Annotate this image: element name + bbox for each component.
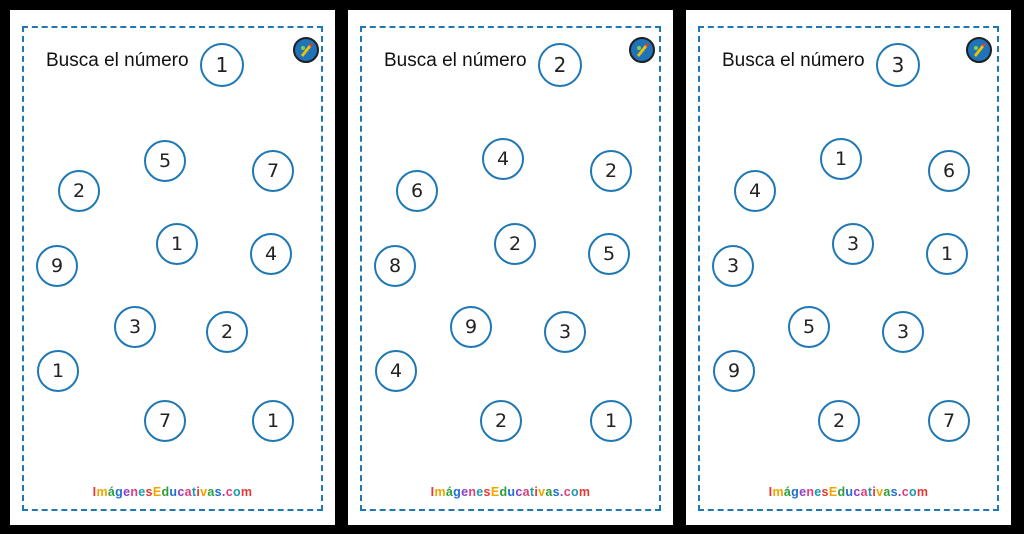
number-circle: 2 xyxy=(58,170,100,212)
target-number-circle: 2 xyxy=(538,43,582,87)
worksheet-card-3: Busca el número 3 1 6 4 3 1 3 5 3 9 2 7 … xyxy=(686,10,1011,525)
card-title: Busca el número xyxy=(384,50,527,71)
number-circle: 3 xyxy=(544,311,586,353)
number-circle: 6 xyxy=(928,150,970,192)
number-circle: 4 xyxy=(375,350,417,392)
number-circle: 6 xyxy=(396,170,438,212)
number-circle: 3 xyxy=(114,306,156,348)
number-circle: 7 xyxy=(144,400,186,442)
number-circle: 2 xyxy=(494,223,536,265)
number-circle: 9 xyxy=(450,306,492,348)
number-circle: 2 xyxy=(590,150,632,192)
number-circle: 8 xyxy=(374,245,416,287)
number-circle: 4 xyxy=(250,233,292,275)
dashed-border xyxy=(360,26,661,511)
card-title: Busca el número xyxy=(46,50,189,71)
number-circle: 1 xyxy=(820,138,862,180)
footer-brand: ImágenesEducativas.com xyxy=(430,485,591,499)
number-circle: 2 xyxy=(480,400,522,442)
number-circle: 7 xyxy=(928,400,970,442)
number-circle: 3 xyxy=(832,223,874,265)
footer-brand: ImágenesEducativas.com xyxy=(768,485,929,499)
target-number-circle: 1 xyxy=(200,43,244,87)
number-circle: 5 xyxy=(788,306,830,348)
number-circle: 5 xyxy=(588,233,630,275)
footer-brand: ImágenesEducativas.com xyxy=(92,485,253,499)
number-circle: 9 xyxy=(36,245,78,287)
number-circle: 9 xyxy=(713,350,755,392)
number-circle: 4 xyxy=(482,138,524,180)
number-circle: 3 xyxy=(882,311,924,353)
number-circle: 1 xyxy=(926,233,968,275)
number-circle: 1 xyxy=(252,400,294,442)
worksheet-card-1: Busca el número 1 5 7 2 1 4 9 3 2 1 7 1 … xyxy=(10,10,335,525)
dashed-border xyxy=(698,26,999,511)
number-circle: 3 xyxy=(712,245,754,287)
pencil-logo-icon xyxy=(629,37,655,63)
dashed-border xyxy=(22,26,323,511)
pencil-logo-icon xyxy=(293,37,319,63)
number-circle: 4 xyxy=(734,170,776,212)
worksheet-card-2: Busca el número 2 4 2 6 2 5 8 9 3 4 2 1 … xyxy=(348,10,673,525)
card-title: Busca el número xyxy=(722,50,865,71)
pencil-logo-icon xyxy=(966,37,992,63)
number-circle: 5 xyxy=(144,140,186,182)
number-circle: 2 xyxy=(818,400,860,442)
number-circle: 1 xyxy=(37,350,79,392)
target-number-circle: 3 xyxy=(876,43,920,87)
number-circle: 1 xyxy=(590,400,632,442)
number-circle: 1 xyxy=(156,223,198,265)
number-circle: 7 xyxy=(252,150,294,192)
number-circle: 2 xyxy=(206,311,248,353)
